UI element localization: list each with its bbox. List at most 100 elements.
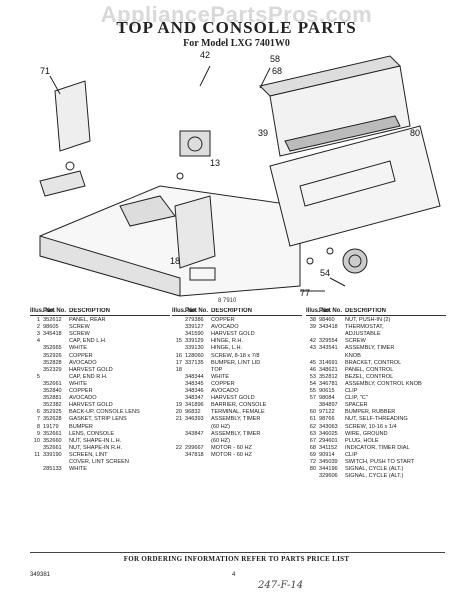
ordering-info: FOR ORDERING INFORMATION REFER TO PARTS … (123, 555, 350, 563)
part-no: 345418 (43, 331, 62, 338)
description: HARVEST GOLD (211, 395, 255, 402)
illus-no (30, 345, 43, 352)
part-no: 344196 (319, 466, 338, 473)
illus-no: 3 (36, 331, 40, 338)
header-part-no: Part No. (43, 308, 67, 314)
illus-no: 19 (175, 402, 182, 409)
description: NUT, SELF-THREADING (345, 416, 408, 423)
illus-no (30, 381, 43, 388)
illus-no: 42 (309, 338, 316, 345)
description: CLIP, "C" (345, 395, 368, 402)
part-no: 352628 (43, 416, 62, 423)
description: BACK-UP, CONSOLE LENS (69, 409, 140, 416)
illus-no (172, 395, 185, 402)
part-no: 90914 (319, 451, 335, 458)
part-no: 98766 (319, 416, 335, 423)
part-no (43, 459, 69, 466)
header-illus-no: Illus. No. (172, 308, 198, 314)
illus-no: 9 (36, 430, 40, 437)
description: (60 HZ) (211, 423, 230, 430)
description: TERMINAL, FEMALE (211, 409, 265, 416)
part-no (185, 367, 211, 374)
part-no: 314691 (319, 359, 338, 366)
description: AVOCADO (69, 395, 97, 402)
part-no: 128060 (185, 352, 204, 359)
part-no: 98084 (319, 395, 335, 402)
description: NUT, SHAPE-IN L.H. (69, 437, 122, 444)
illus-no: 6 (36, 409, 40, 416)
illus-no: 2 (36, 324, 40, 331)
description: BRACKET, CONTROL (345, 359, 402, 366)
description: SCREW, 8-18 x 7/8 (211, 352, 260, 359)
part-no: 352612 (43, 317, 62, 324)
part-no: 343063 (319, 423, 338, 430)
description: HINGE, L.H. (211, 345, 243, 352)
part-no: 96832 (185, 409, 201, 416)
description: SCREW (69, 324, 90, 331)
part-no: 343847 (185, 430, 204, 437)
illus-no (172, 324, 185, 331)
description: HARVEST GOLD (69, 366, 113, 373)
model-subtitle: For Model LXG 7401W0 (183, 38, 290, 49)
illus-no (30, 402, 43, 409)
description: BUMPER (69, 423, 93, 430)
description: SIGNAL, CYCLE (ALT.) (345, 473, 404, 480)
description: ADJUSTABLE (345, 331, 381, 338)
illus-no: 45 (309, 359, 316, 366)
illus-no: 7 (36, 416, 40, 423)
header-illus-no: Illus. No. (306, 308, 332, 314)
description: NUT, SHAPE-IN R.H. (69, 444, 123, 451)
illus-no: 60 (309, 409, 316, 416)
description: COPPER (69, 352, 93, 359)
illus-no: 61 (309, 416, 316, 423)
illus-no: 57 (309, 395, 316, 402)
part-no: 384897 (319, 402, 338, 409)
description: PLUG, HOLE (345, 437, 379, 444)
description: CLIP (345, 451, 358, 458)
description: CAP, END R.H. (69, 373, 108, 380)
illus-no: 10 (33, 437, 40, 444)
column-header: Illus. No. Part No. DESCRIPTION (30, 308, 170, 317)
illus-no (172, 374, 185, 381)
callout-54: 54 (320, 268, 330, 278)
part-no (185, 438, 211, 445)
description: SCREW (345, 338, 366, 345)
description: ASSEMBLY, TIMER (211, 430, 261, 437)
description: WIRE, GROUND (345, 430, 388, 437)
control-knob-shape (342, 248, 368, 274)
illus-no: 68 (309, 444, 316, 451)
description: WHITE (211, 373, 230, 380)
callout-18: 18 (170, 256, 180, 266)
part-no (43, 338, 69, 345)
illus-no (172, 431, 185, 438)
figure-id: 8 7910 (218, 298, 237, 304)
part-no: 352329 (43, 366, 62, 373)
description: ASSEMBLY, TIMER (211, 416, 261, 423)
part-no: 346025 (319, 430, 338, 437)
part-no: 348346 (185, 388, 204, 395)
part-no: 98460 (319, 317, 335, 324)
illus-no: 21 (175, 416, 182, 423)
part-no: 341590 (185, 331, 204, 338)
